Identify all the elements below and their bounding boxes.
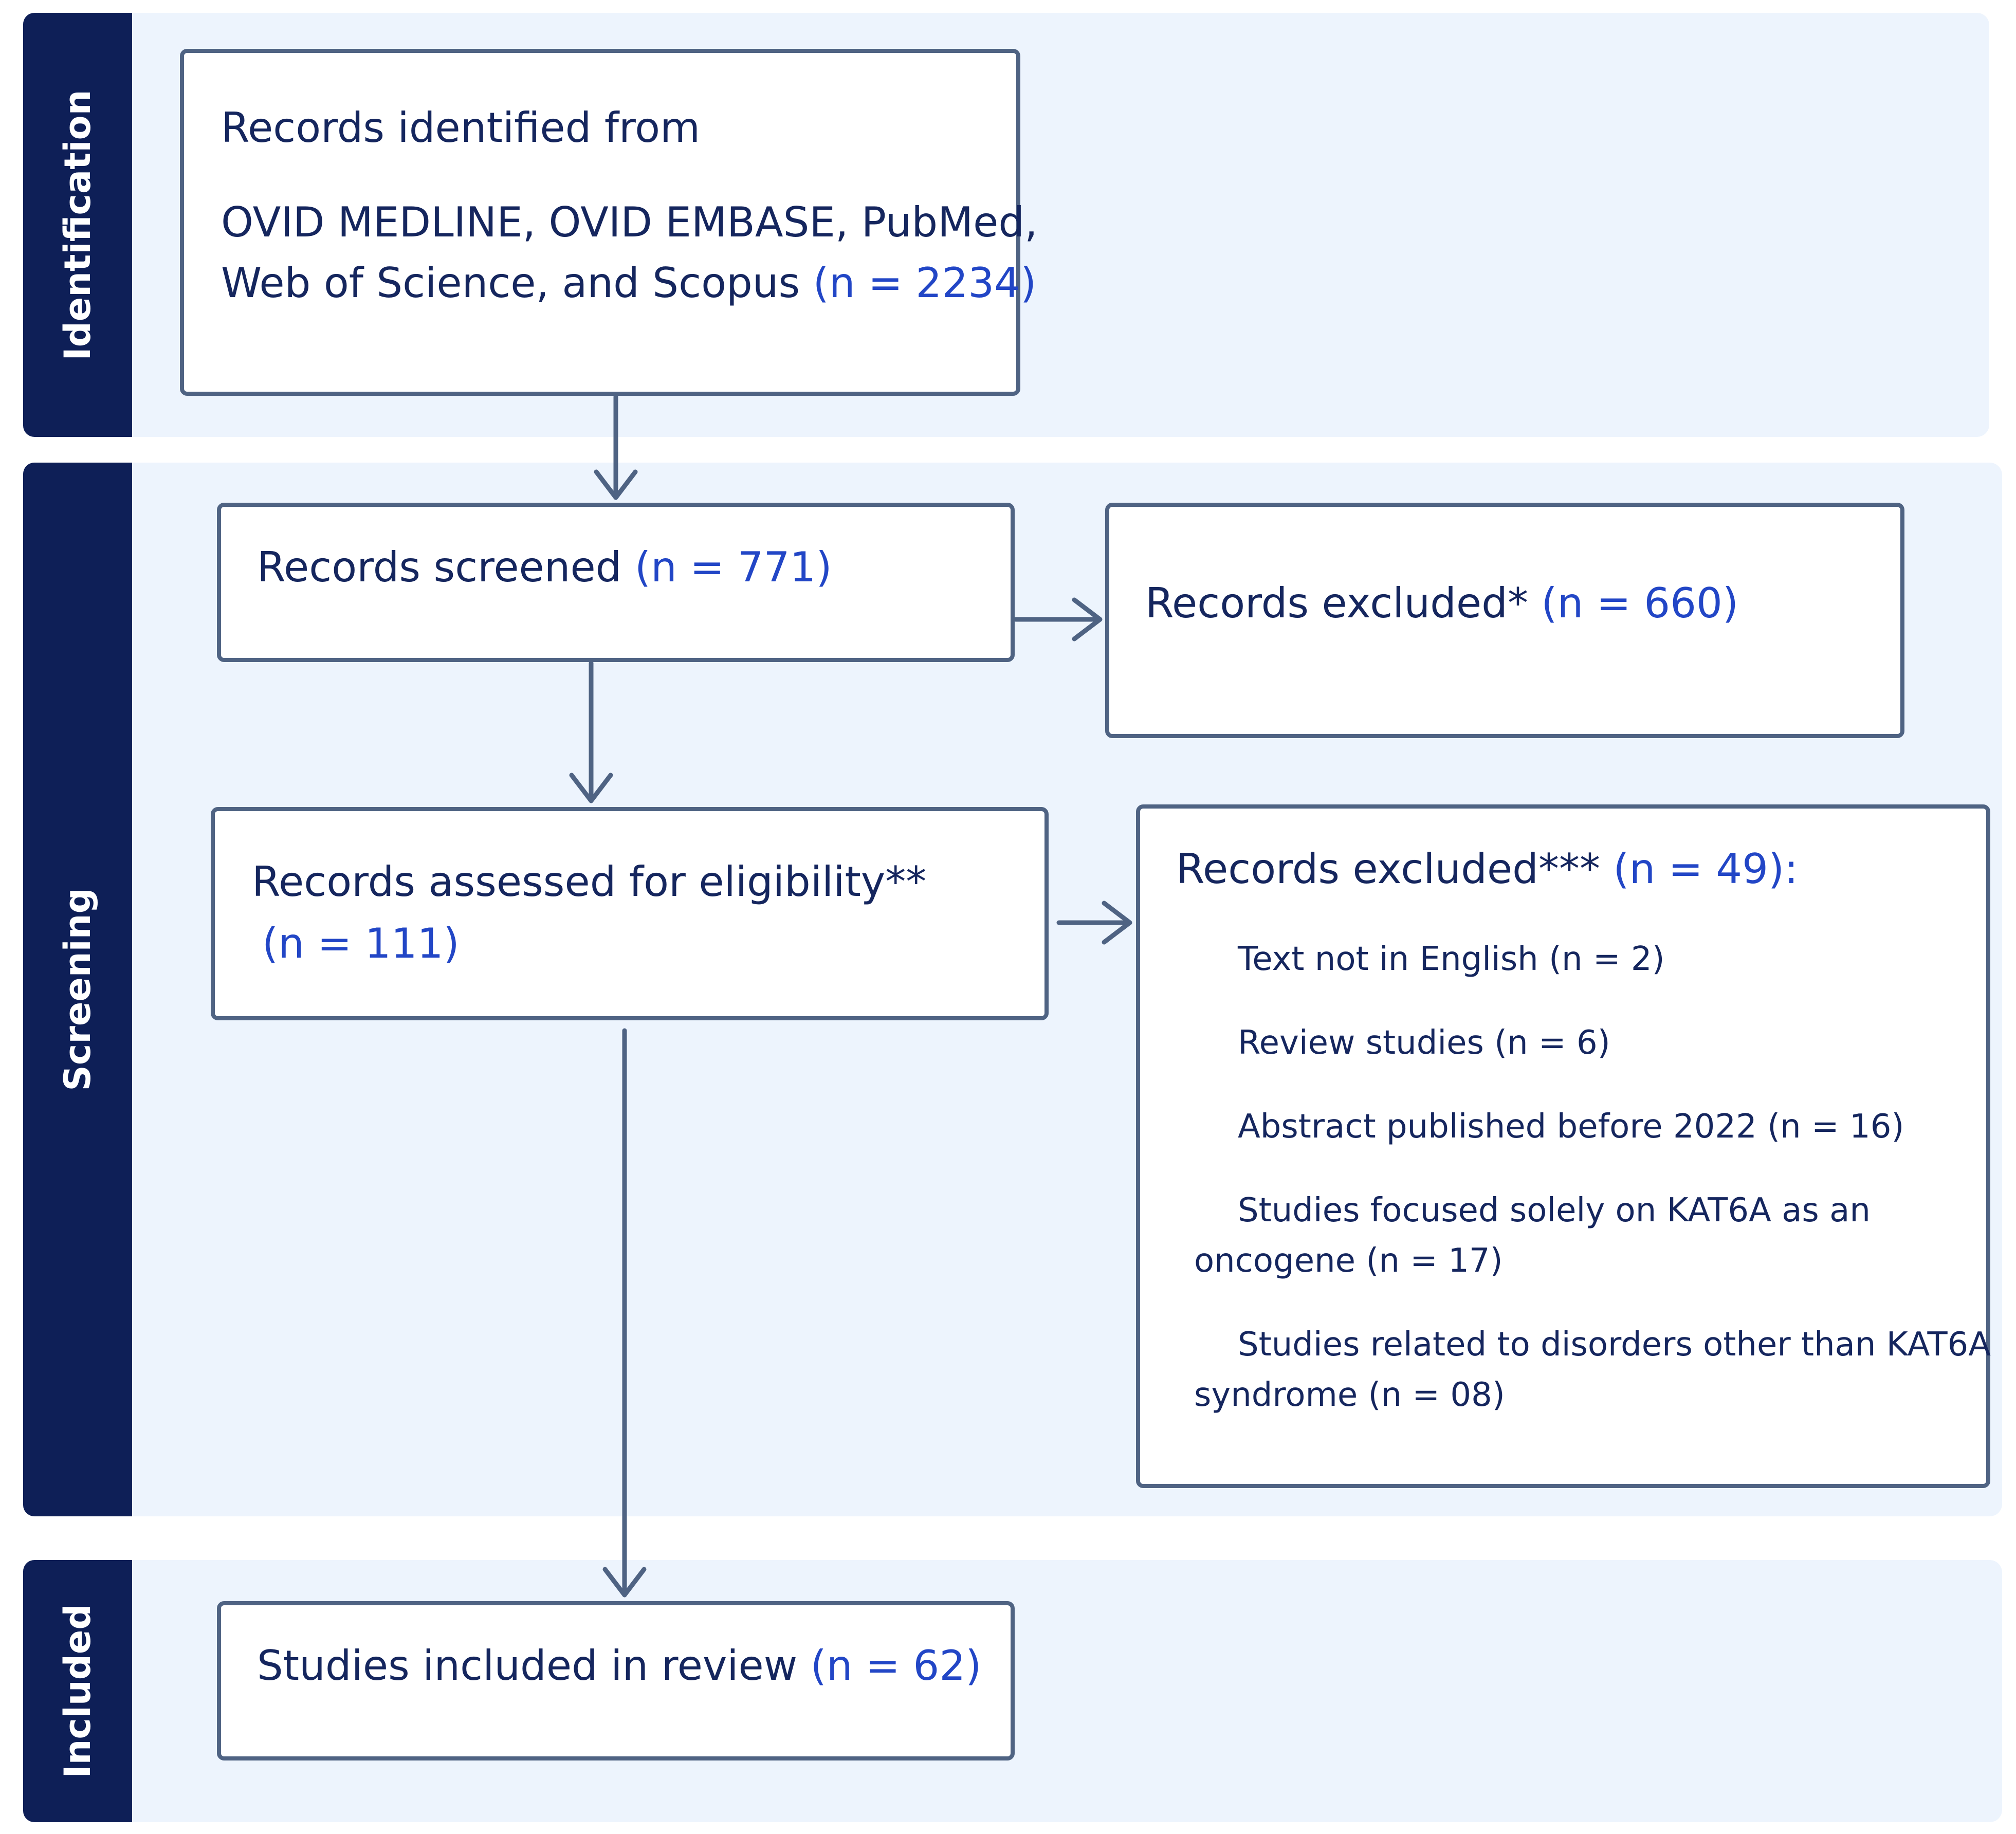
included-stage-bar: Included xyxy=(23,1560,132,1822)
exclusion-reason-continued: syndrome (n = 08) xyxy=(1194,1376,1505,1414)
records-excluded-count: (n = 660) xyxy=(1541,579,1739,627)
exclusion-reason: Review studies (n = 6) xyxy=(1238,1024,1610,1062)
records-excluded-reasons-colon: : xyxy=(1784,845,1799,893)
records-excluded-text: Records excluded* (n = 660) xyxy=(1145,579,1738,628)
studies-included-box: Studies included in review (n = 62) xyxy=(217,1601,1015,1760)
arrow-identified-to-screened xyxy=(594,394,638,500)
records-identified-line1: Records identified from xyxy=(221,104,701,152)
records-screened-label: Records screened xyxy=(257,543,622,591)
records-screened-count: (n = 771) xyxy=(634,543,832,591)
arrow-assessed-to-included xyxy=(602,1028,647,1598)
records-identified-line3: Web of Science, and Scopus (n = 2234) xyxy=(221,259,1036,308)
identification-stage-bar: Identification xyxy=(23,13,132,437)
records-excluded-reasons-count: (n = 49) xyxy=(1613,845,1785,893)
records-identified-box: Records identified from OVID MEDLINE, OV… xyxy=(180,49,1038,396)
exclusion-reason: Text not in English (n = 2) xyxy=(1238,940,1665,978)
arrow-screened-to-excluded xyxy=(1013,597,1103,641)
studies-included-label: Studies included in review xyxy=(257,1642,798,1690)
studies-included-text: Studies included in review (n = 62) xyxy=(257,1641,981,1691)
studies-included-count: (n = 62) xyxy=(810,1642,982,1690)
records-excluded-label: Records excluded* xyxy=(1145,579,1528,627)
records-excluded-reasons-heading: Records excluded*** (n = 49): xyxy=(1176,845,1798,894)
records-assessed-count: (n = 111) xyxy=(262,920,460,967)
records-excluded-box: Records excluded* (n = 660) xyxy=(1105,503,1904,738)
records-excluded-reasons-label: Records excluded*** xyxy=(1176,845,1600,893)
screening-stage-bar: Screening xyxy=(23,463,132,1516)
exclusion-reason: Studies related to disorders other than … xyxy=(1238,1326,1991,1364)
records-identified-count: (n = 2234) xyxy=(813,259,1037,307)
records-assessed-box: Records assessed for eligibility** (n = … xyxy=(211,807,1049,1020)
exclusion-reason: Studies focused solely on KAT6A as an xyxy=(1238,1191,1871,1230)
records-identified-line2: OVID MEDLINE, OVID EMBASE, PubMed, xyxy=(221,198,1038,246)
arrow-screened-to-assessed xyxy=(569,661,613,803)
records-screened-text: Records screened (n = 771) xyxy=(257,543,832,592)
records-screened-box: Records screened (n = 771) xyxy=(217,503,1015,662)
exclusion-reason-continued: oncogene (n = 17) xyxy=(1194,1242,1503,1280)
records-excluded-reasons-box: Records excluded*** (n = 49): Text not i… xyxy=(1136,804,1991,1488)
records-identified-sources: Web of Science, and Scopus xyxy=(221,259,800,307)
exclusion-reason: Abstract published before 2022 (n = 16) xyxy=(1238,1108,1904,1146)
arrow-assessed-to-excluded-reasons xyxy=(1056,901,1132,945)
records-assessed-label: Records assessed for eligibility** xyxy=(252,858,927,906)
